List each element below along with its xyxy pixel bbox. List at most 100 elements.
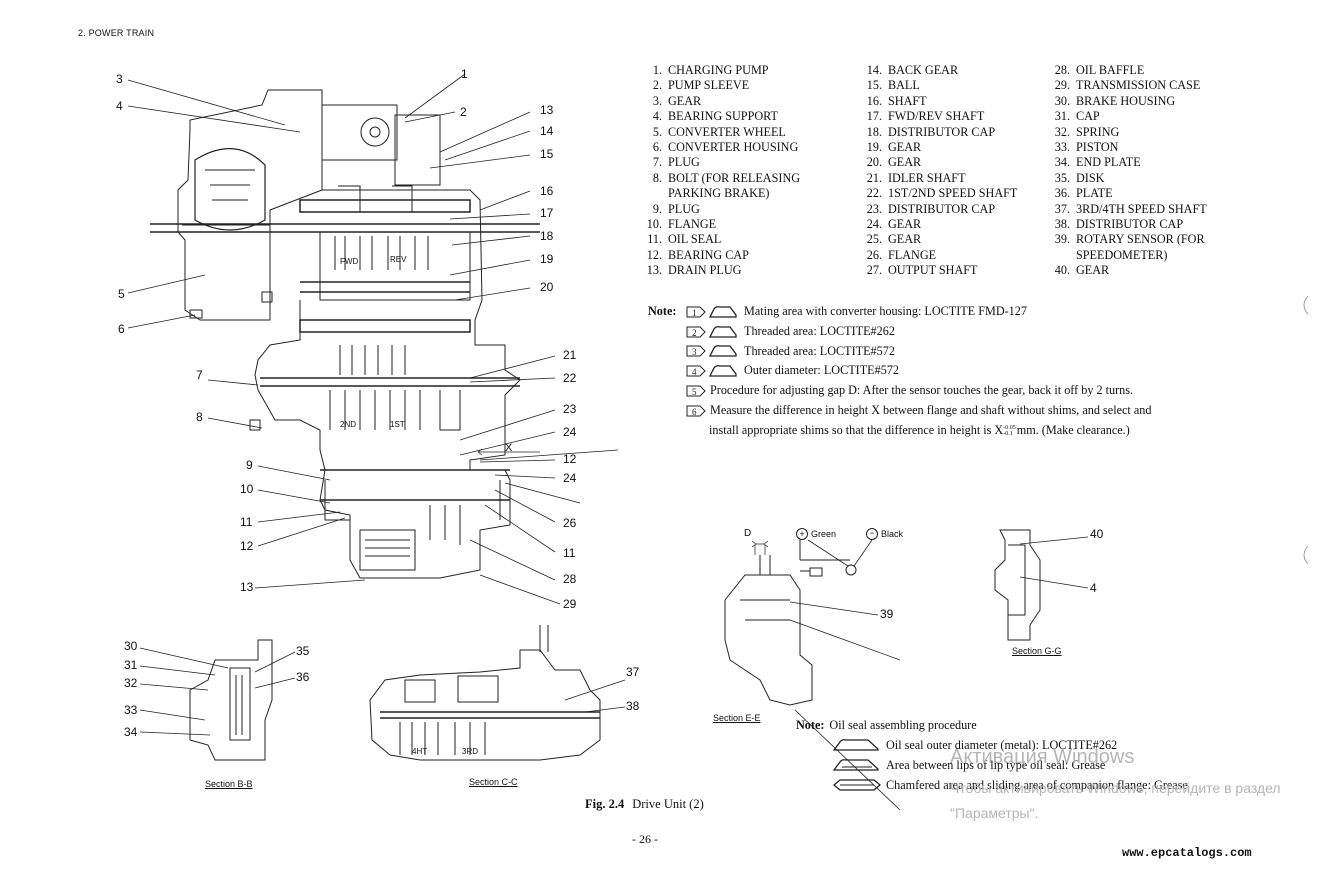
parts-list-item: 8.BOLT (FOR RELEASING — [652, 170, 801, 185]
parts-list-item: 2.PUMP SLEEVE — [652, 78, 750, 93]
callout-38: 38 — [626, 699, 640, 713]
svg-text:1: 1 — [692, 308, 697, 318]
parts-list-item: 7.PLUG — [652, 155, 700, 170]
activation-watermark-title: Активация Windows — [950, 746, 1135, 768]
note-row-6: 6 Measure the difference in height X bet… — [648, 401, 1248, 421]
plus-icon: + — [796, 528, 808, 540]
note-text-6: Measure the difference in height X betwe… — [710, 402, 1152, 417]
note-text-1: Mating area with converter housing: LOCT… — [744, 304, 1027, 318]
seal-chamfer-icon — [832, 778, 882, 792]
callout-9: 9 — [246, 458, 253, 472]
callout-29: 29 — [563, 597, 577, 611]
callout-31: 31 — [124, 658, 138, 672]
tolerance-superscript: -0.05 -0.1 — [1003, 424, 1016, 437]
parts-list-item: 30.BRAKE HOUSING — [1054, 93, 1176, 108]
section-header: 2. POWER TRAIN — [78, 28, 155, 38]
callout-37: 37 — [626, 665, 640, 679]
note-mark-3-icon: 3 — [686, 344, 740, 358]
section-cc-label: Section C-C — [469, 777, 518, 787]
clearance-x-label: X — [505, 442, 513, 454]
section-ee-label: Section E-E — [713, 713, 761, 723]
parts-list-item: 1.CHARGING PUMP — [652, 63, 769, 77]
callout-33: 33 — [124, 703, 138, 717]
parts-list-item: 14.BACK GEAR — [866, 63, 959, 77]
callout-26: 24 — [563, 471, 577, 485]
callout-20: 19 — [540, 252, 554, 266]
note-text-6-line2-end: mm. (Make clearance.) — [1016, 422, 1130, 437]
parts-list-item: 36.PLATE — [1054, 186, 1113, 201]
gap-d-label: D — [744, 528, 752, 539]
page-number: - 26 - — [632, 832, 658, 846]
note-row-5: 5 Procedure for adjusting gap D: After t… — [648, 381, 1248, 401]
callout-8: 8 — [196, 410, 203, 424]
callout-4b: 4 — [1090, 581, 1097, 595]
clearance-x-marker — [477, 448, 540, 456]
clutch-label-3rd: 3RD — [462, 747, 479, 756]
callout-12b: 12 — [563, 452, 577, 466]
callout-19: 18 — [540, 229, 554, 243]
parts-list-item: 15.BALL — [866, 78, 920, 93]
parts-list-item: PARKING BRAKE) — [668, 186, 770, 201]
site-url[interactable]: www.epcatalogs.com — [1122, 846, 1252, 860]
callout-35: 35 — [296, 644, 310, 658]
callout-39: 39 — [880, 607, 894, 621]
svg-text:5: 5 — [692, 387, 697, 397]
callout-18: 17 — [540, 206, 554, 220]
gap-d-marker — [751, 540, 769, 548]
section-gg-drawing — [994, 529, 1089, 641]
parts-list-item: 5.CONVERTER WHEEL — [652, 124, 786, 139]
parts-list-item: 16.SHAFT — [866, 93, 927, 108]
note-row-6b: install appropriate shims so that the di… — [648, 421, 1248, 441]
parts-list-item: 3.GEAR — [652, 93, 702, 108]
oil-seal-note: Note: Oil seal assembling procedure Oil … — [796, 715, 1188, 795]
parts-list-item: 32.SPRING — [1054, 124, 1120, 139]
callout-16: 15 — [540, 147, 554, 161]
parts-list-item: 34.END PLATE — [1054, 155, 1141, 170]
section-bb-drawing — [139, 639, 296, 761]
note-row-4: 4 Outer diameter: LOCTITE#572 — [648, 361, 1248, 381]
note-label: Note: — [648, 304, 677, 318]
callout-4: 4 — [116, 99, 123, 113]
parts-list-item: 9.PLUG — [652, 201, 700, 216]
callout-10: 10 — [240, 482, 254, 496]
callout-3: 3 — [116, 72, 123, 86]
clutch-label-4th: 4HT — [412, 747, 428, 756]
callout-1: 1 — [461, 67, 468, 81]
parts-list-item: 22.1ST/2ND SPEED SHAFT — [866, 186, 1018, 201]
parts-list-item: 35.DISK — [1054, 170, 1105, 185]
activation-watermark-text: Чтобы активировать Windows, перейдите в … — [950, 780, 1281, 796]
parts-list-item: 29.TRANSMISSION CASE — [1054, 78, 1201, 93]
section-cc-drawing — [369, 625, 626, 761]
callout-32: 32 — [124, 676, 138, 690]
callout-27: 26 — [563, 516, 577, 530]
parts-list-item: 13.DRAIN PLUG — [646, 263, 742, 278]
parts-list-item: 11.OIL SEAL — [647, 232, 722, 247]
main-section-drawing — [150, 89, 540, 579]
green-wire-label: + Green — [796, 528, 836, 540]
svg-text:4: 4 — [692, 367, 697, 377]
parts-list-item: 17.FWD/REV SHAFT — [866, 109, 985, 124]
parts-list-item: SPEEDOMETER) — [1076, 247, 1168, 262]
parts-list-item: 26.FLANGE — [866, 247, 937, 262]
parts-list-item: 18.DISTRIBUTOR CAP — [866, 124, 996, 139]
note-row-1: Note: 1 Mating area with converter housi… — [648, 302, 1248, 322]
oil-seal-item-1: Oil seal outer diameter (metal): LOCTITE… — [796, 735, 1188, 755]
callout-36: 36 — [296, 670, 310, 684]
note-mark-6-icon: 6 — [686, 404, 706, 418]
note-text-4: Outer diameter: LOCTITE#572 — [744, 363, 900, 378]
activation-watermark-text2: "Параметры". — [950, 805, 1039, 821]
callout-28: 28 — [563, 572, 577, 586]
note-mark-1-icon: 1 — [686, 305, 740, 319]
parts-list-item: 25.GEAR — [866, 232, 922, 247]
seal-outer-icon — [832, 738, 882, 752]
note-mark-2-icon: 2 — [686, 325, 740, 339]
note-mark-4-icon: 4 — [686, 364, 740, 378]
section-bb-label: Section B-B — [205, 779, 253, 789]
note-text-3: Threaded area: LOCTITE#572 — [744, 343, 895, 358]
notes-block: Note: 1 Mating area with converter housi… — [648, 302, 1248, 441]
note-text-5: Procedure for adjusting gap D: After the… — [710, 383, 1134, 398]
